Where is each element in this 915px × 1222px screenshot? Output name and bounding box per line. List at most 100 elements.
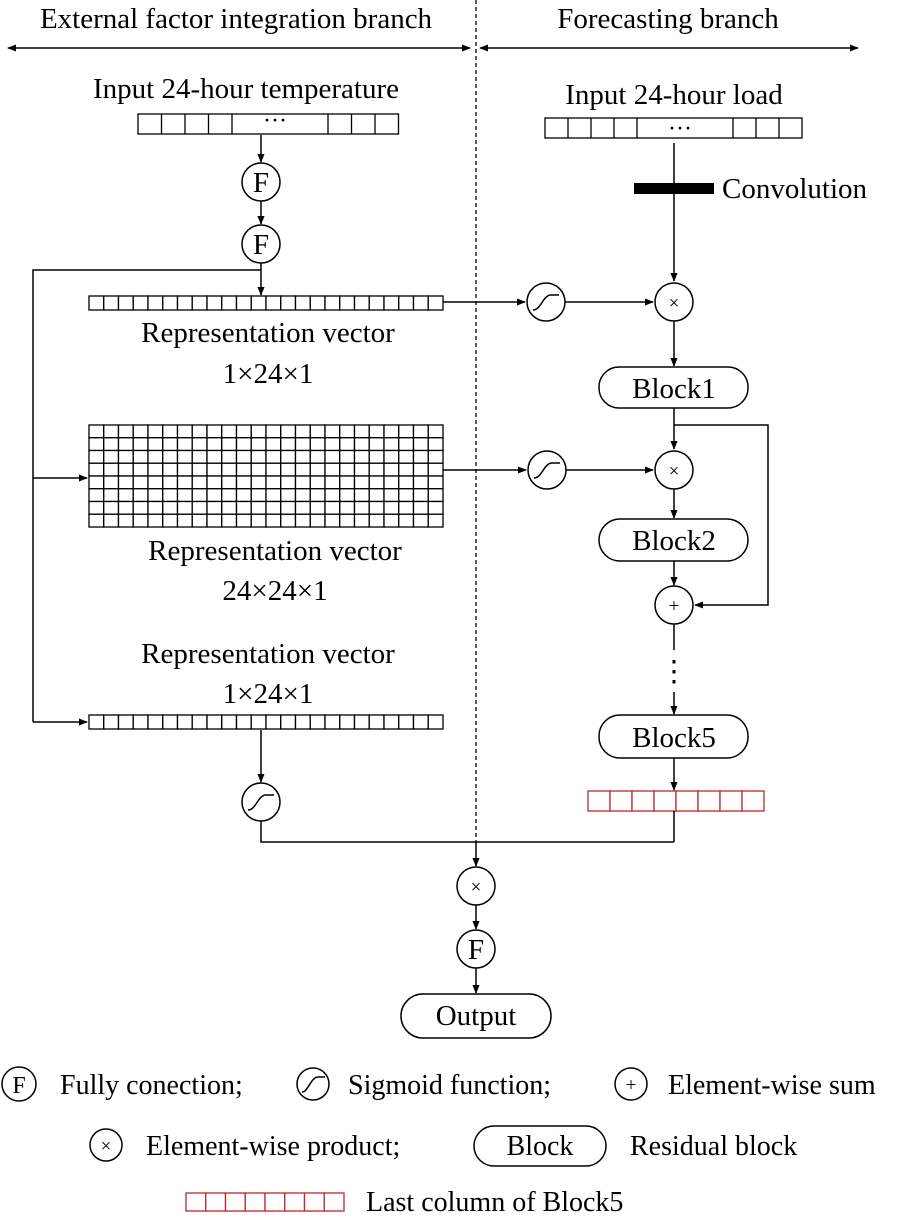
matrix-cell bbox=[191, 462, 208, 477]
vector-cell bbox=[383, 714, 400, 730]
matrix-cell bbox=[398, 513, 415, 528]
output-label: Output bbox=[436, 1000, 517, 1032]
product-symbol: × bbox=[669, 461, 680, 482]
matrix-cell bbox=[383, 449, 400, 464]
matrix-cell bbox=[412, 488, 429, 503]
vector-cell bbox=[250, 714, 267, 730]
matrix-cell bbox=[162, 437, 179, 452]
matrix-cell bbox=[191, 500, 208, 515]
matrix-cell bbox=[235, 500, 252, 515]
matrix-cell bbox=[309, 488, 326, 503]
matrix-cell bbox=[117, 449, 134, 464]
vector-cell bbox=[88, 295, 105, 311]
vector-cell bbox=[294, 714, 311, 730]
matrix-cell bbox=[221, 437, 238, 452]
vector-cell bbox=[176, 295, 193, 311]
matrix-cell bbox=[117, 500, 134, 515]
last-column-cell bbox=[741, 790, 765, 812]
skip-connection-line bbox=[32, 269, 261, 722]
matrix-cell bbox=[162, 424, 179, 439]
legend-last-column-cell bbox=[264, 1192, 286, 1212]
last-column-of-block5 bbox=[587, 790, 765, 812]
vector-cell bbox=[383, 295, 400, 311]
matrix-cell bbox=[294, 513, 311, 528]
vector-cell bbox=[250, 295, 267, 311]
fc-symbol: F bbox=[253, 229, 269, 261]
vector-cell bbox=[235, 714, 252, 730]
vector-cell bbox=[191, 295, 208, 311]
matrix-cell bbox=[398, 449, 415, 464]
matrix-cell bbox=[280, 437, 297, 452]
vector-cell bbox=[162, 295, 179, 311]
matrix-cell bbox=[294, 437, 311, 452]
block1-label: Block1 bbox=[632, 373, 716, 405]
matrix-cell bbox=[398, 424, 415, 439]
legend-sum-icon bbox=[614, 1067, 648, 1101]
last-column-cell bbox=[697, 790, 721, 812]
matrix-cell bbox=[191, 449, 208, 464]
matrix-cell bbox=[103, 475, 120, 490]
matrix-cell bbox=[132, 488, 149, 503]
vector-cell bbox=[368, 714, 385, 730]
matrix-cell bbox=[383, 462, 400, 477]
matrix-cell bbox=[412, 424, 429, 439]
matrix-cell bbox=[162, 462, 179, 477]
matrix-cell bbox=[147, 475, 164, 490]
matrix-cell bbox=[265, 488, 282, 503]
matrix-cell bbox=[383, 488, 400, 503]
temperature-input-label: Input 24-hour temperature bbox=[93, 73, 399, 105]
matrix-cell bbox=[88, 475, 105, 490]
matrix-cell bbox=[339, 500, 356, 515]
matrix-cell bbox=[117, 475, 134, 490]
vector-cell bbox=[132, 295, 149, 311]
matrix-cell bbox=[176, 513, 193, 528]
matrix-cell bbox=[368, 437, 385, 452]
legend-residual-text: Residual block bbox=[630, 1131, 797, 1162]
matrix-cell bbox=[250, 449, 267, 464]
legend-last-column-text: Last column of Block5 bbox=[366, 1187, 623, 1218]
matrix-cell bbox=[427, 488, 444, 503]
matrix-cell bbox=[162, 513, 179, 528]
matrix-cell bbox=[324, 513, 341, 528]
matrix-cell bbox=[250, 513, 267, 528]
matrix-cell bbox=[221, 462, 238, 477]
matrix-cell bbox=[147, 513, 164, 528]
legend-last-column-cell bbox=[284, 1192, 306, 1212]
matrix-cell bbox=[221, 488, 238, 503]
sigmoid-node-1 bbox=[526, 282, 566, 322]
matrix-cell bbox=[206, 437, 223, 452]
left-branch: Input 24-hour temperature ··· F F Repres… bbox=[32, 73, 476, 843]
matrix-cell bbox=[221, 449, 238, 464]
vector-cell bbox=[265, 714, 282, 730]
vector-cell bbox=[324, 714, 341, 730]
matrix-cell bbox=[147, 500, 164, 515]
matrix-cell bbox=[176, 462, 193, 477]
matrix-cell bbox=[88, 437, 105, 452]
vector-cell bbox=[339, 295, 356, 311]
vector-cell bbox=[398, 295, 415, 311]
fc-symbol: F bbox=[468, 934, 484, 966]
matrix-cell bbox=[339, 513, 356, 528]
matrix-cell bbox=[265, 500, 282, 515]
matrix-cell bbox=[250, 462, 267, 477]
vector-cell bbox=[368, 295, 385, 311]
continuation-dots: ⋮ bbox=[660, 656, 689, 688]
vector-cell bbox=[103, 714, 120, 730]
matrix-cell bbox=[162, 488, 179, 503]
vector-cell bbox=[206, 714, 223, 730]
matrix-cell bbox=[309, 500, 326, 515]
fc-symbol: F bbox=[253, 167, 269, 199]
matrix-cell bbox=[383, 424, 400, 439]
legend-sigmoid-icon bbox=[296, 1067, 330, 1101]
matrix-cell bbox=[250, 437, 267, 452]
matrix-cell bbox=[294, 475, 311, 490]
legend-sigmoid-text: Sigmoid function; bbox=[348, 1070, 551, 1101]
matrix-cell bbox=[412, 437, 429, 452]
right-branch-title: Forecasting branch bbox=[557, 3, 779, 35]
matrix-cell bbox=[265, 424, 282, 439]
matrix-cell bbox=[147, 449, 164, 464]
legend-last-column-cell bbox=[244, 1192, 266, 1212]
vector-cell bbox=[162, 714, 179, 730]
matrix-cell bbox=[221, 500, 238, 515]
matrix-cell bbox=[294, 500, 311, 515]
